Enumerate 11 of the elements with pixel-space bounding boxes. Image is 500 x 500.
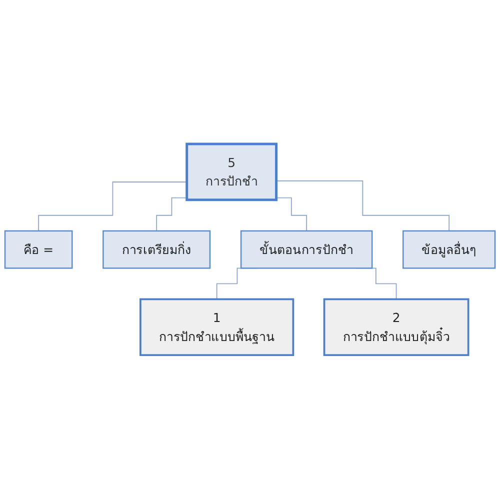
node-box: ขั้นตอนการปักชำ: [240, 230, 373, 270]
node-box: 1 การปักชำแบบพื้นฐาน: [140, 298, 294, 356]
node-box: การเตรียมกิ่ง: [102, 230, 211, 270]
connector: [276, 198, 308, 232]
connector: [276, 180, 450, 232]
node-box: 5 การปักชำ: [186, 143, 278, 202]
node-box: 2 การปักชำแบบตุ้มจิ๋ว: [323, 298, 470, 356]
connector: [156, 198, 188, 232]
node-box: คือ =: [4, 230, 73, 270]
connector: [38, 182, 188, 232]
node-box: ข้อมูลอื่นๆ: [402, 230, 496, 270]
